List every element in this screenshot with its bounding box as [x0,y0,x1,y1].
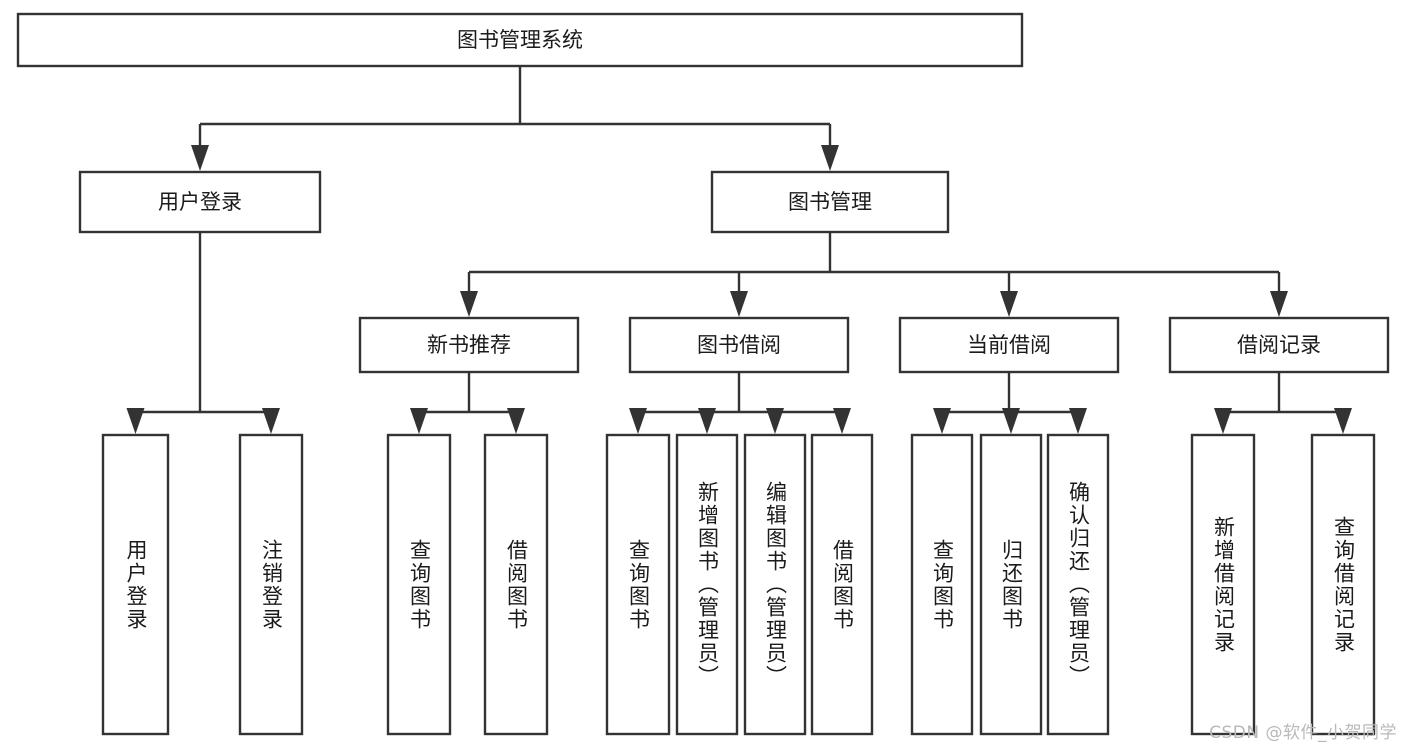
csdn-watermark: CSDN @软件_小贺同学 [1209,723,1397,743]
arrow-head-icon [460,291,478,317]
level3-node-0[interactable] [358,316,580,374]
arrow-head-icon [262,408,280,434]
level2-node-0[interactable] [78,170,322,234]
leaf-node-6[interactable] [743,433,807,736]
connector-lines [126,66,1352,434]
arrow-head-icon [1334,408,1352,434]
level2-node-1[interactable] [710,170,950,234]
leaf-node-11[interactable] [1190,433,1256,736]
arrow-head-icon [1214,408,1232,434]
leaf-node-9[interactable] [979,433,1043,736]
level3-node-3[interactable] [1168,316,1390,374]
arrow-head-icon [933,408,951,434]
arrow-head-icon [126,408,145,434]
level3-node-1-label: 图书借阅 [697,333,781,357]
arrow-head-icon [629,408,647,434]
arrow-head-icon [1270,291,1288,317]
arrow-head-icon [766,408,784,434]
root-node[interactable] [16,12,1024,68]
leaf-node-1[interactable] [238,433,304,736]
arrow-head-icon [821,145,839,171]
leaf-node-0[interactable] [101,433,170,736]
level3-node-0-label: 新书推荐 [427,333,511,357]
root-node-label: 图书管理系统 [457,28,583,52]
leaf-node-12[interactable] [1310,433,1376,736]
leaf-node-7[interactable] [810,433,874,736]
level3-node-2-label: 当前借阅 [967,333,1051,357]
arrow-head-icon [698,408,716,434]
leaf-node-5[interactable] [675,433,739,736]
arrow-head-icon [507,408,525,434]
arrow-head-icon [730,291,748,317]
arrow-head-icon [410,408,428,434]
leaf-node-10[interactable] [1046,433,1110,736]
leaf-node-3[interactable] [483,433,549,736]
level2-node-1-label: 图书管理 [788,190,872,214]
level3-node-1[interactable] [628,316,850,374]
level3-node-2[interactable] [898,316,1120,374]
leaf-node-2[interactable] [386,433,452,736]
arrow-head-icon [833,408,851,434]
level3-node-3-label: 借阅记录 [1237,333,1321,357]
arrow-head-icon [191,145,209,171]
arrow-head-icon [1002,408,1020,434]
level2-node-0-label: 用户登录 [158,190,242,214]
leaf-node-4[interactable] [605,433,671,736]
leaf-node-8[interactable] [910,433,974,736]
arrow-head-icon [1069,408,1087,434]
arrow-head-icon [1000,291,1018,317]
